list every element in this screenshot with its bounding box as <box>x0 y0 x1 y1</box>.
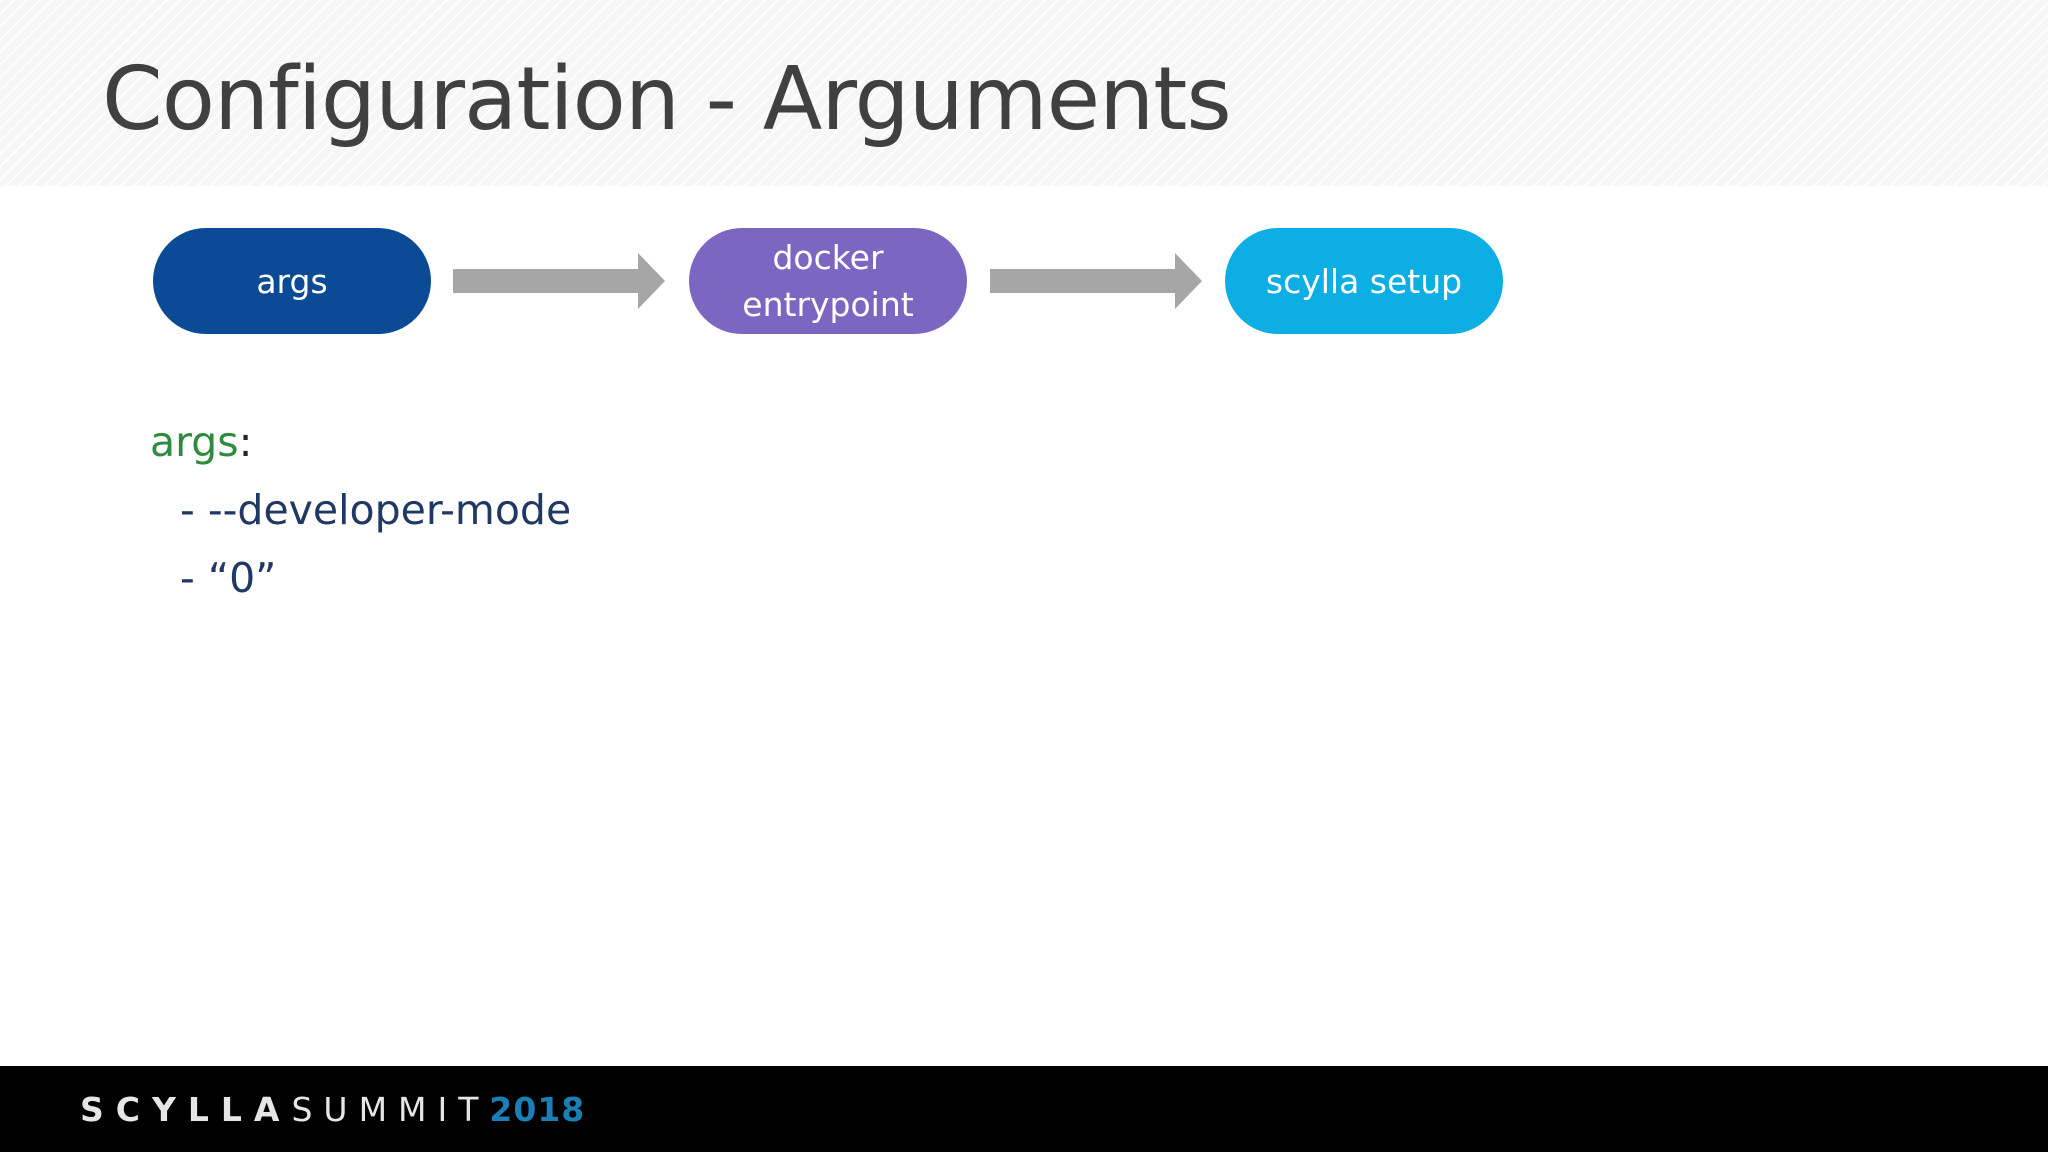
code-item: - --developer-mode <box>180 486 572 534</box>
flow-step-args: args <box>153 228 431 334</box>
footer-bar: SCYLLA SUMMIT 2018 <box>0 1066 2048 1152</box>
flow-step-docker-entrypoint-label: docker entrypoint <box>742 238 914 324</box>
code-item: - “0” <box>180 554 277 602</box>
logo-year: 2018 <box>489 1089 586 1129</box>
code-key: args <box>150 418 239 466</box>
slide-title: Configuration - Arguments <box>102 48 1232 150</box>
code-colon: : <box>238 418 253 466</box>
code-key-line: args: <box>150 408 571 476</box>
scylla-summit-logo: SCYLLA SUMMIT 2018 <box>80 1086 585 1132</box>
flow-step-scylla-setup: scylla setup <box>1225 228 1503 334</box>
flow-arrow-1 <box>453 253 665 309</box>
header-band <box>0 0 2048 186</box>
flow-step-docker-entrypoint: docker entrypoint <box>689 228 967 334</box>
logo-summit: SUMMIT <box>291 1089 490 1129</box>
flow-arrow-2 <box>990 253 1202 309</box>
flow-step-scylla-setup-label: scylla setup <box>1265 261 1463 301</box>
logo-scylla: SCYLLA <box>80 1089 292 1129</box>
flow-step-args-label: args <box>256 261 328 301</box>
code-block: args: - --developer-mode - “0” <box>150 408 571 612</box>
